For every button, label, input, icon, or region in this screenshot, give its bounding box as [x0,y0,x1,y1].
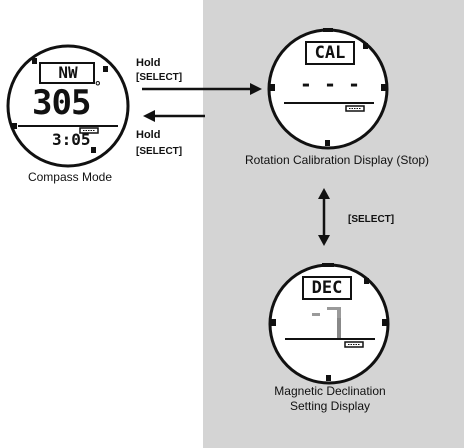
calibration-header-text: CAL [314,43,346,63]
compass-heading-text: NW [58,63,78,82]
bezel-mark [91,147,96,153]
compass-bearing-text: 305 [32,83,91,123]
bezel-mark [381,84,387,91]
segment-indicator [79,127,99,134]
magnetic-declination-watch [268,263,390,385]
compass-time-text: 3:05 [52,130,91,149]
rotation-calibration-watch [267,28,389,150]
segment-indicator [345,105,365,112]
calibration-dashes: - - - [299,72,361,96]
degree-mark: ° [95,78,101,94]
bezel-mark [382,319,388,326]
bezel-mark [103,66,108,72]
arrow-calibration-declination-label: [SELECT] [348,214,395,225]
declination-header-text: DEC [311,278,343,298]
calibration-header-box [305,41,355,65]
bezel-mark [12,123,17,129]
bezel-mark [269,84,275,91]
bezel-mark [363,43,368,49]
bezel-mark [32,58,37,64]
arrow-calibration-declination [318,188,330,246]
arrow-to-compass [143,110,205,122]
heading-box [39,62,95,84]
arrow-to-calibration-label-line2: [SELECT] [136,72,183,83]
declination-header-box [302,276,352,300]
declination-value-segments [312,307,341,340]
arrow-to-compass-label-line2: [SELECT] [136,146,183,157]
bezel-mark [364,278,369,284]
compass-mode-watch [6,44,130,168]
declination-caption-line2: Setting Display [289,399,371,413]
rotation-calibration-caption: Rotation Calibration Display (Stop) [244,153,430,167]
arrow-to-compass-label-line1: Hold [136,129,161,141]
bezel-mark [325,140,330,146]
bezel-mark [326,375,331,381]
bezel-mark [270,319,276,326]
segment-indicator [344,341,364,348]
arrow-to-calibration-label-line1: Hold [136,57,161,69]
arrow-to-calibration [142,83,262,95]
declination-caption-line1: Magnetic Declination [274,384,386,398]
compass-mode-caption: Compass Mode [27,170,113,184]
